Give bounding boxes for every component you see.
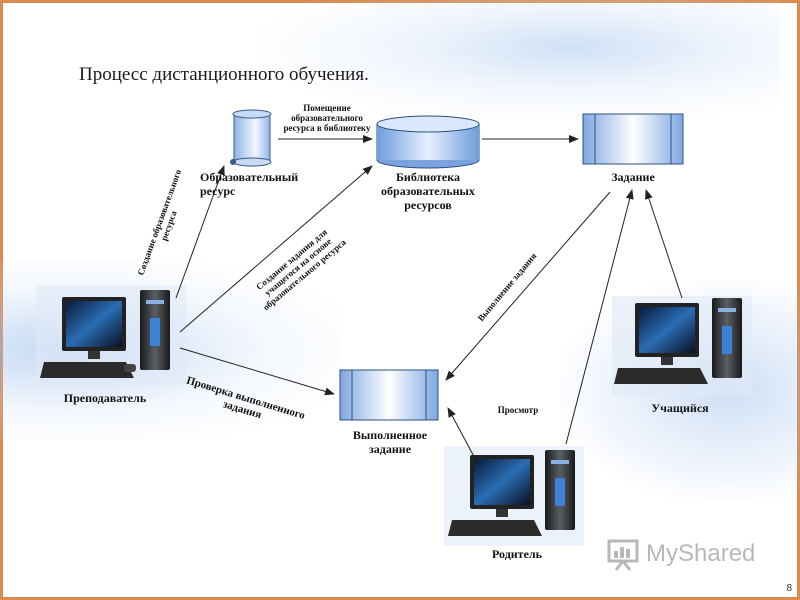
node-label-resource: Образовательный ресурс: [200, 170, 299, 198]
background-glow-top: [260, 0, 780, 120]
slide-title: Процесс дистанционного обучения.: [79, 64, 369, 85]
page-number: 8: [786, 583, 792, 594]
myshared-logo: MyShared: [606, 536, 755, 572]
node-label-student: Учащийся: [651, 401, 709, 415]
node-label-task: Задание: [611, 170, 655, 184]
scroll-icon: [230, 109, 272, 167]
presentation-board-icon: [607, 539, 639, 571]
edge-label-place-resource: Помещение образовательного ресурса в биб…: [283, 103, 371, 133]
database-icon: [376, 115, 480, 169]
edge-label-view: Просмотр: [497, 405, 539, 415]
completed-task-box: [339, 369, 439, 421]
arrow-create-resource: [175, 165, 225, 299]
teacher-computer-icon: [36, 285, 186, 385]
watermark-text: MyShared: [646, 540, 756, 567]
student-computer-icon: [612, 296, 752, 396]
arrow-check-task: [179, 347, 335, 396]
task-box: [582, 113, 684, 165]
node-label-completed: Выполненное задание: [352, 428, 428, 456]
arrow-parent-task: [565, 189, 634, 445]
node-label-teacher: Преподаватель: [63, 391, 147, 405]
node-label-library: Библиотека образовательных ресурсов: [381, 170, 475, 212]
node-label-parent: Родитель: [492, 547, 542, 561]
arrow-parent-view: [447, 407, 479, 465]
parent-computer-icon: [444, 446, 584, 546]
arrow-student-task: [645, 189, 683, 299]
arrow-create-task: [179, 165, 373, 333]
arrow-do-task: [445, 191, 611, 381]
